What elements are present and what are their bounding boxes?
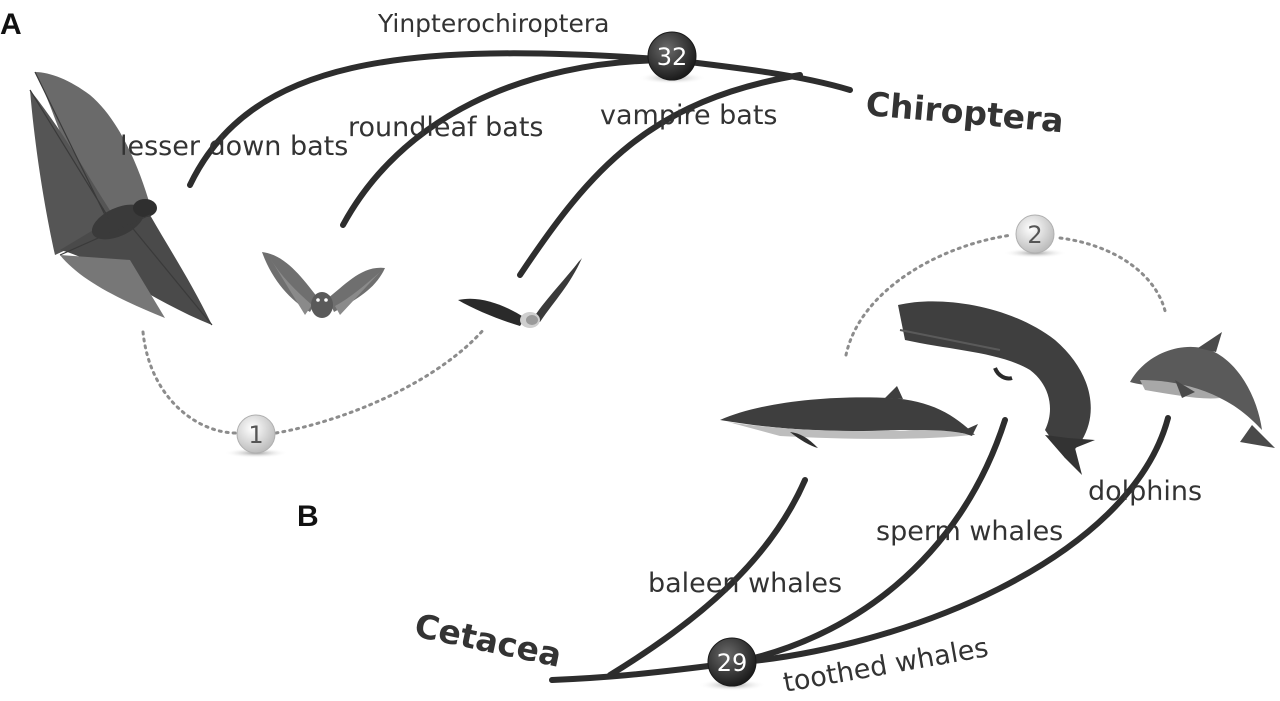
vampire-bat-illustration xyxy=(458,258,582,328)
branch-roundleaf-bats xyxy=(340,57,675,228)
branch-baleen-whales xyxy=(607,477,808,678)
label-roundleaf-bats: roundleaf bats xyxy=(348,112,543,143)
clade-chiroptera: Chiroptera xyxy=(864,84,1065,140)
node-29-label: 29 xyxy=(717,649,748,677)
label-sperm-whales: sperm whales xyxy=(876,516,1063,547)
label-yinpterochiroptera: Yinpterochiroptera xyxy=(377,9,609,38)
node-1-label: 1 xyxy=(248,421,263,449)
node-2: 2 xyxy=(1003,214,1067,258)
node-2-label: 2 xyxy=(1027,221,1042,249)
label-baleen-whales: baleen whales xyxy=(648,568,842,599)
bat-tree xyxy=(187,50,853,278)
label-vampire-bats: vampire bats xyxy=(600,100,778,131)
whale-tree xyxy=(549,415,1171,683)
convergence-arc-whales-left xyxy=(844,233,1014,357)
dolphin-illustration xyxy=(1130,332,1275,448)
branch-vampire-bats xyxy=(517,72,803,278)
panel-label-b: B xyxy=(297,500,319,533)
roundleaf-bat-illustration xyxy=(262,252,385,318)
sperm-whale-illustration xyxy=(898,301,1095,475)
label-lesser-down-bats: lesser down bats xyxy=(120,131,348,162)
branch-chiroptera-stem xyxy=(669,57,853,93)
node-32: 32 xyxy=(638,31,706,84)
baleen-whale-illustration xyxy=(720,386,978,448)
label-toothed-whales: toothed whales xyxy=(781,632,991,699)
node-1: 1 xyxy=(224,414,288,458)
branch-cetacea-stem xyxy=(549,660,735,683)
clade-cetacea: Cetacea xyxy=(411,606,565,675)
branch-sperm-whales xyxy=(729,417,1008,666)
panel-label-a: A xyxy=(0,8,22,41)
convergence-arc-whales-right xyxy=(1058,236,1168,317)
label-dolphins: dolphins xyxy=(1088,476,1202,507)
convergence-arc-bats-left xyxy=(141,330,242,435)
fruit-bat-illustration xyxy=(29,71,213,326)
convergence-arc-bats-right xyxy=(274,326,487,435)
branch-lesser-down-bats xyxy=(187,50,675,188)
node-29: 29 xyxy=(698,637,766,691)
branch-dolphins xyxy=(729,415,1171,666)
node-32-label: 32 xyxy=(657,43,688,71)
